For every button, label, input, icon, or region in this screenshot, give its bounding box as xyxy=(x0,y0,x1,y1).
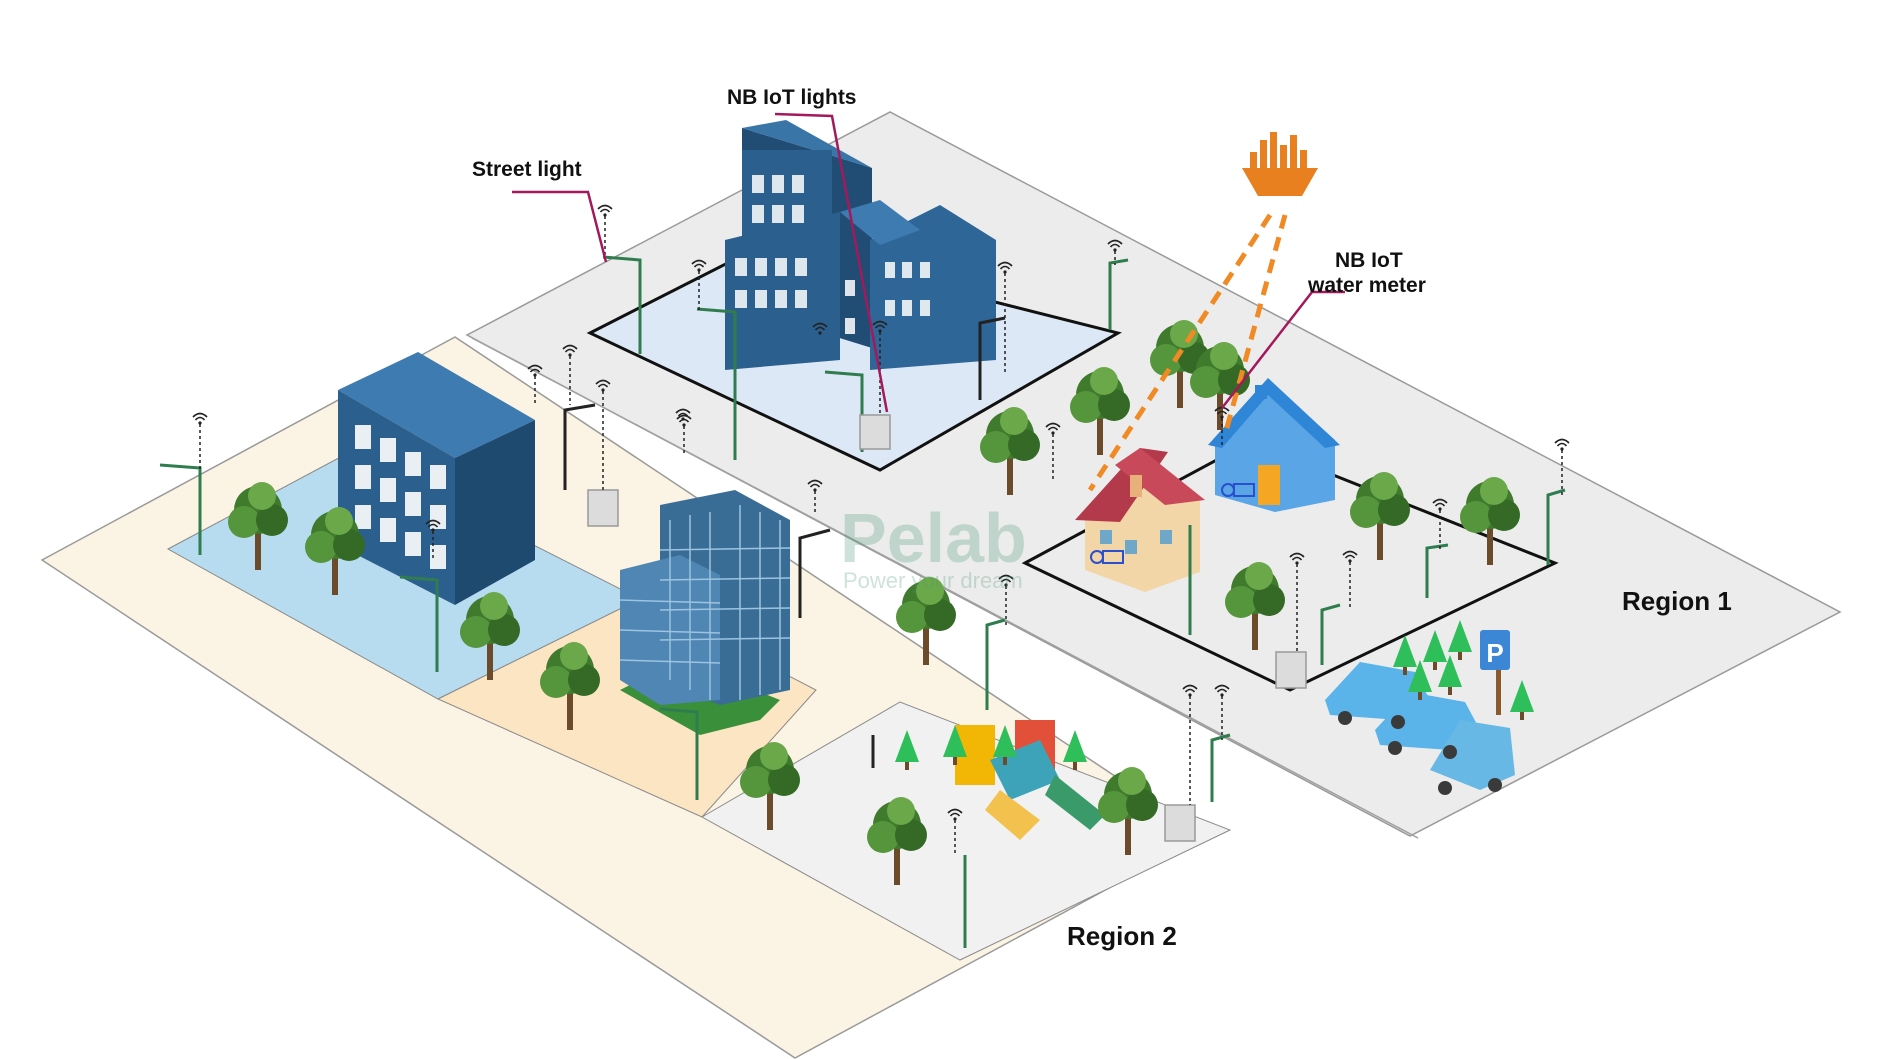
blue-house xyxy=(1208,378,1340,512)
playground-zone xyxy=(700,701,1232,961)
blue-cube-building xyxy=(338,352,535,605)
svg-text:P: P xyxy=(1486,638,1503,668)
wifi-signal-icon xyxy=(192,204,1570,855)
label-nb-iot-water-meter-line1: NB IoT xyxy=(1335,249,1403,272)
label-region-2: Region 2 xyxy=(1067,921,1177,951)
watermark-brand: Pelab xyxy=(840,499,1027,577)
callout-lines xyxy=(512,112,1345,413)
pink-house xyxy=(1075,448,1205,592)
label-nb-iot-lights: NB IoT lights xyxy=(727,86,857,109)
iot-gateways xyxy=(587,414,1307,842)
watermark: Pelab Power your dream xyxy=(840,499,1027,593)
glass-office-building xyxy=(619,490,791,735)
cloud-analytics-icon xyxy=(1242,132,1318,196)
parking-sign-icon: P xyxy=(1480,630,1510,715)
parked-cars xyxy=(1325,662,1515,795)
watermark-tagline: Power your dream xyxy=(843,568,1023,593)
label-nb-iot-water-meter-line2: water meter xyxy=(1307,274,1426,297)
playground-equipment xyxy=(955,720,1105,840)
road-edge xyxy=(471,337,1419,839)
street-lights xyxy=(159,255,1566,948)
label-region-1: Region 1 xyxy=(1622,586,1732,616)
water-meter-icon xyxy=(1090,483,1255,564)
label-street-light: Street light xyxy=(472,158,582,181)
cloud-link-lines xyxy=(1087,213,1288,492)
street-light-posts-dark xyxy=(563,316,1006,768)
